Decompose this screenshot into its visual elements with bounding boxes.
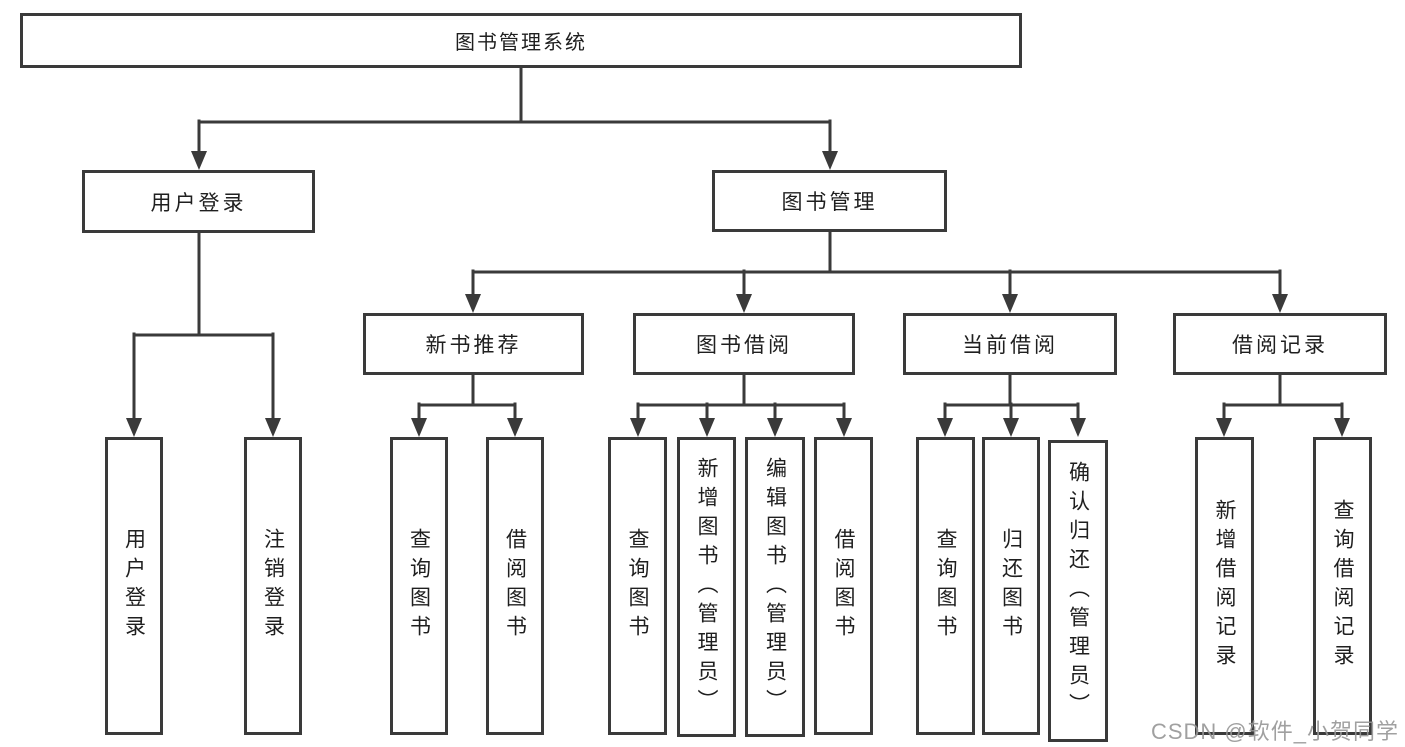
- node-user-login: 用户登录: [82, 170, 315, 233]
- node-new-book-recommendation: 新书推荐: [363, 313, 584, 375]
- leaf-label: 注销登录: [261, 528, 285, 644]
- leaf-label: 查询借阅记录: [1331, 499, 1354, 673]
- node-borrowing-records: 借阅记录: [1173, 313, 1387, 375]
- leaf-query-books-current: 查询图书: [916, 437, 975, 735]
- node-book-management: 图书管理: [712, 170, 947, 232]
- leaf-edit-books-admin: 编辑图书（管理员）: [745, 437, 805, 737]
- leaf-label: 查询图书: [407, 528, 431, 644]
- connector-lines: [132, 66, 1344, 424]
- leaf-label: 新增图书（管理员）: [695, 456, 718, 718]
- node-root-library-system: 图书管理系统: [20, 13, 1022, 68]
- leaf-label: 借阅图书: [503, 528, 527, 644]
- csdn-watermark: CSDN @软件_小贺同学: [1150, 719, 1399, 744]
- arrowhead-icons: [126, 151, 1350, 437]
- leaf-label: 用户登录: [122, 528, 146, 644]
- leaf-add-borrow-record: 新增借阅记录: [1195, 437, 1254, 735]
- leaf-label: 归还图书: [999, 528, 1023, 644]
- leaf-query-borrow-record: 查询借阅记录: [1313, 437, 1372, 735]
- leaf-label: 确认归还（管理员）: [1066, 460, 1090, 722]
- leaf-query-books-recommend: 查询图书: [390, 437, 448, 735]
- leaf-label: 借阅图书: [832, 528, 855, 644]
- leaf-label: 编辑图书（管理员）: [763, 456, 787, 718]
- leaf-return-books: 归还图书: [982, 437, 1040, 735]
- leaf-confirm-return-admin: 确认归还（管理员）: [1048, 440, 1108, 742]
- leaf-borrow-books-borrowing: 借阅图书: [814, 437, 873, 735]
- leaf-label: 查询图书: [626, 528, 649, 644]
- leaf-borrow-books-recommend: 借阅图书: [486, 437, 544, 735]
- node-current-borrowing: 当前借阅: [903, 313, 1117, 375]
- leaf-label: 查询图书: [934, 528, 957, 644]
- node-book-borrowing: 图书借阅: [633, 313, 855, 375]
- leaf-label: 新增借阅记录: [1213, 499, 1236, 673]
- leaf-query-books-borrowing: 查询图书: [608, 437, 667, 735]
- leaf-logout: 注销登录: [244, 437, 302, 735]
- leaf-add-books-admin: 新增图书（管理员）: [677, 437, 736, 737]
- leaf-user-login: 用户登录: [105, 437, 163, 735]
